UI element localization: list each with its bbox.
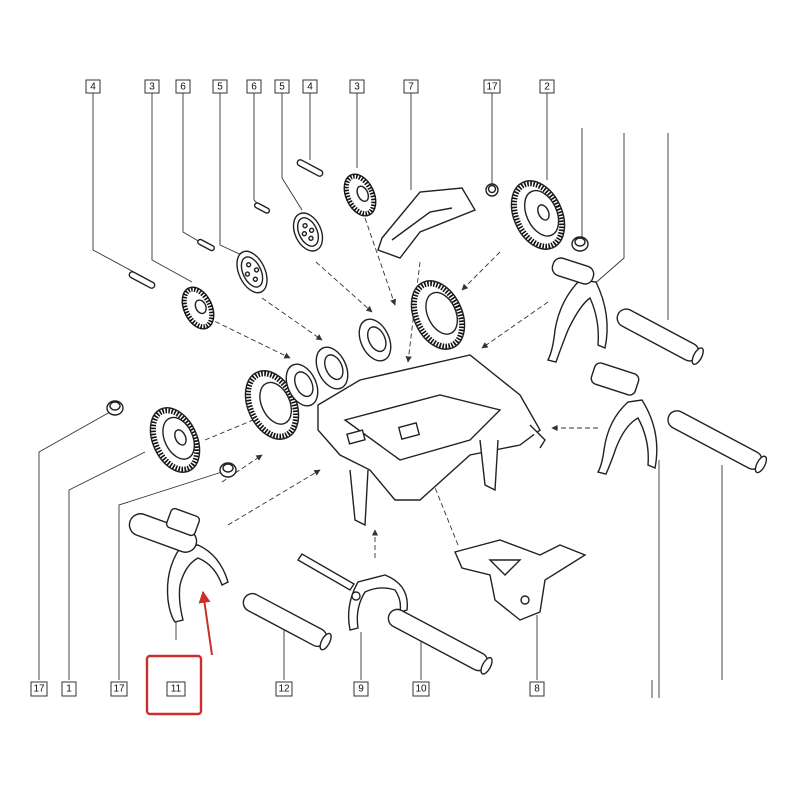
callout-label: 6 — [180, 82, 186, 93]
callout-box-highlighted: 11 — [145, 654, 203, 716]
callout-label: 3 — [354, 82, 360, 93]
leader-lines-bottom — [38, 411, 723, 698]
callout-label: 2 — [544, 82, 550, 93]
bracket-part-8 — [454, 539, 587, 621]
bracket-part-7 — [377, 187, 477, 259]
callout-box: 17 — [30, 681, 48, 697]
callout-box: 12 — [275, 681, 293, 697]
callout-label: 7 — [408, 82, 414, 93]
callout-label: 11 — [171, 684, 182, 695]
highlight-arrow — [198, 590, 213, 656]
callout-box: 5 — [212, 79, 228, 94]
gear-part-5-left — [236, 250, 268, 294]
fork-part-11 — [128, 507, 229, 623]
gearbox-housing — [317, 354, 546, 527]
callout-box: 8 — [529, 681, 545, 697]
bushings — [106, 183, 589, 478]
callout-label: 6 — [251, 82, 257, 93]
gear-part-5-mid — [292, 212, 324, 252]
callout-label: 5 — [217, 82, 223, 93]
callout-box: 3 — [349, 79, 365, 94]
callout-label: 5 — [279, 82, 285, 93]
callout-label: 10 — [415, 684, 427, 695]
callout-label: 1 — [66, 684, 72, 695]
callouts-bottom: 17 1 17 11 12 9 10 8 — [30, 654, 653, 716]
callouts-top: 4 3 6 5 6 5 4 3 7 17 2 — [85, 79, 555, 94]
callout-label: 4 — [307, 82, 313, 93]
callout-label: 9 — [358, 684, 364, 695]
gear-part-1 — [149, 407, 201, 473]
leader-lines-top — [92, 93, 669, 320]
callout-label: 12 — [278, 684, 290, 695]
callout-box: 17 — [483, 79, 501, 94]
gear-part-3-top — [343, 173, 377, 217]
callout-box: 6 — [175, 79, 191, 94]
gears — [149, 173, 566, 473]
callout-label: 17 — [486, 82, 498, 93]
callout-box: 6 — [246, 79, 262, 94]
callout-box: 9 — [353, 681, 369, 697]
callout-label: 17 — [33, 684, 45, 695]
callout-box: 10 — [412, 681, 430, 697]
callout-box: 1 — [61, 681, 77, 697]
gear-part-2 — [510, 180, 566, 250]
gear-stack-assembled — [244, 280, 466, 440]
fork-lower-right — [590, 362, 658, 475]
shafts — [242, 308, 768, 675]
callout-box: 2 — [539, 79, 555, 94]
callout-label: 8 — [534, 684, 540, 695]
callout-box: 3 — [144, 79, 160, 94]
fork-upper-right — [546, 257, 608, 363]
callout-label: 4 — [90, 82, 96, 93]
callout-box: 5 — [274, 79, 290, 94]
gear-part-3-left — [181, 286, 215, 330]
callout-box: 4 — [85, 79, 101, 94]
callout-label: 3 — [149, 82, 155, 93]
fork-part-9 — [297, 553, 409, 631]
callout-box: 4 — [302, 79, 318, 94]
pins — [128, 159, 324, 289]
callout-box: 17 — [110, 681, 128, 697]
highlight-frame — [145, 654, 203, 716]
callout-box: 7 — [403, 79, 419, 94]
callout-label: 17 — [113, 684, 125, 695]
